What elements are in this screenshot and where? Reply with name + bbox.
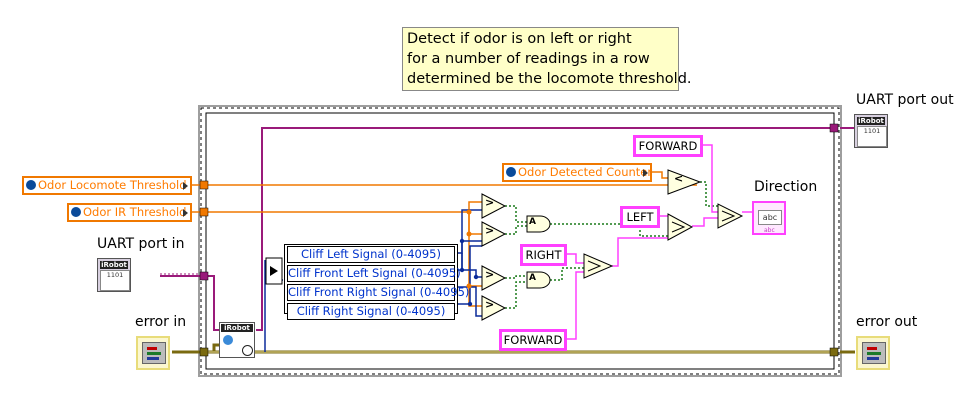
error-out-terminal[interactable] <box>856 336 890 370</box>
greater-than-operator-2: > <box>485 224 495 237</box>
irobot-logo: iRobot <box>221 324 253 332</box>
read-sensors-subvi[interactable]: iRobot <box>219 322 255 358</box>
forward-constant-bottom[interactable]: FORWARD <box>499 329 567 351</box>
cliff-front-right-signal-field: Cliff Front Right Signal (0-4095) <box>287 284 470 301</box>
string-indicator-icon: abc <box>758 210 782 225</box>
cliff-signals-unbundle[interactable]: Cliff Left Signal (0-4095) Cliff Front L… <box>284 244 470 320</box>
greater-than-operator-1: > <box>485 196 495 209</box>
and-operator-2: A <box>529 273 536 283</box>
odor-locomote-threshold-control[interactable]: Odor Locomote Threshold <box>22 176 192 195</box>
globe-icon <box>26 180 36 190</box>
left-constant[interactable]: LEFT <box>620 206 660 228</box>
globe-icon <box>506 167 516 177</box>
uart-port-out-label: UART port out <box>856 92 954 108</box>
clock-icon <box>242 345 253 356</box>
error-cluster-icon <box>862 342 886 364</box>
and-operator-1: A <box>529 217 536 227</box>
uart-port-in-label: UART port in <box>97 236 185 252</box>
odor-locomote-threshold-label: Odor Locomote Threshold <box>38 178 187 192</box>
and-gates <box>526 215 551 289</box>
arrow-right-icon <box>183 209 188 217</box>
odor-detected-counter-control[interactable]: Odor Detected Counter <box>502 163 652 182</box>
uart-port-out-terminal[interactable]: iRobot 1101 <box>854 114 888 148</box>
cliff-left-signal-field: Cliff Left Signal (0-4095) <box>287 246 455 263</box>
odor-detected-counter-label: Odor Detected Counter <box>518 165 653 179</box>
comment-line-3: determined be the locomote threshold. <box>407 71 692 87</box>
cliff-right-signal-field: Cliff Right Signal (0-4095) <box>287 303 455 320</box>
comment-line-1: Detect if odor is on left or right <box>407 31 632 47</box>
globe-icon <box>71 207 81 217</box>
greater-than-operator-3: > <box>485 268 495 281</box>
right-constant[interactable]: RIGHT <box>520 244 567 266</box>
error-in-terminal[interactable] <box>136 336 170 370</box>
select-nodes <box>583 203 744 279</box>
unbundle-node <box>265 257 283 285</box>
less-than-operator: < <box>674 172 684 185</box>
odor-ir-threshold-control[interactable]: Odor IR Threshold <box>67 203 192 222</box>
direction-label: Direction <box>754 179 818 195</box>
arrow-right-icon <box>643 169 648 177</box>
greater-than-operator-4: > <box>485 298 495 311</box>
globe-icon <box>223 335 233 345</box>
serial-port-icon: 1101 <box>857 126 887 147</box>
odor-ir-threshold-label: Odor IR Threshold <box>83 205 187 219</box>
serial-port-icon: 1101 <box>100 270 130 291</box>
string-type-icon: abc <box>764 227 775 234</box>
error-in-label: error in <box>135 314 187 330</box>
compare-operators <box>481 169 702 321</box>
comment-line-2: for a number of readings in a row <box>407 51 650 67</box>
direction-indicator[interactable]: abc abc <box>752 201 786 235</box>
uart-port-in-terminal[interactable]: iRobot 1101 <box>97 258 131 292</box>
cliff-front-left-signal-field: Cliff Front Left Signal (0-4095) <box>287 265 461 282</box>
comment-box: Detect if odor is on left or right for a… <box>402 27 692 91</box>
irobot-logo: iRobot <box>100 261 128 269</box>
error-out-label: error out <box>856 314 918 330</box>
forward-constant-top[interactable]: FORWARD <box>633 135 703 157</box>
error-cluster-icon <box>142 342 166 364</box>
irobot-logo: iRobot <box>857 117 885 125</box>
loop-tunnels <box>199 123 839 357</box>
arrow-right-icon <box>183 182 188 190</box>
